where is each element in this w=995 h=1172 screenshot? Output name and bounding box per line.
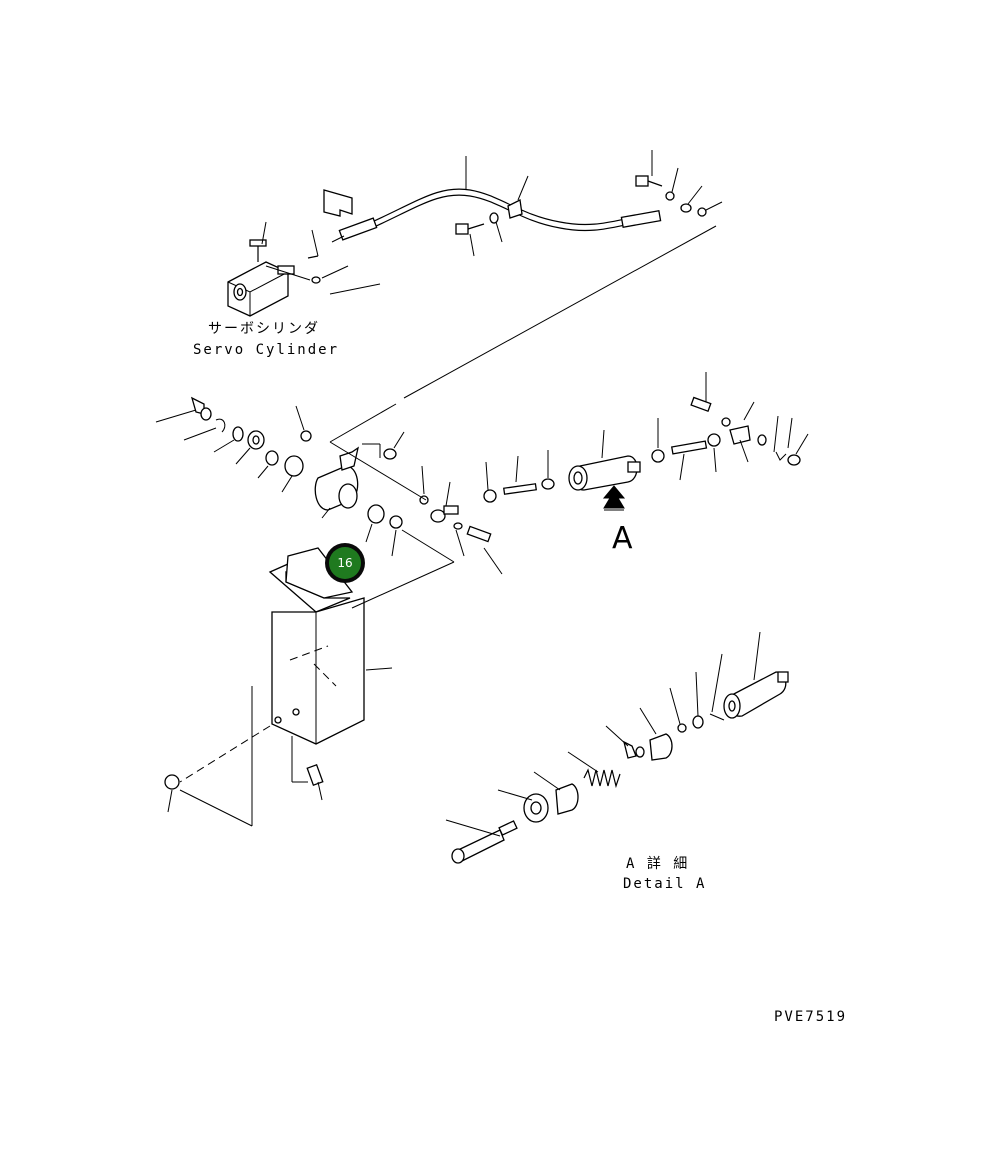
view-arrow-icon: [602, 485, 626, 509]
callout-number[interactable]: 16: [337, 556, 352, 570]
detail-label-en: Detail A: [623, 876, 706, 892]
servo-label-jp: サーボシリンダ: [208, 321, 320, 337]
cable-assembly: [323, 150, 723, 257]
servo-label-en: Servo Cylinder: [193, 342, 339, 358]
callout-16[interactable]: 16: [325, 543, 365, 583]
connector-line: [403, 225, 717, 399]
mounting-bracket: [164, 529, 455, 827]
view-letter-a: A: [612, 521, 633, 556]
detail-a-exploded: [445, 631, 789, 864]
detail-label-jp: A 詳 細: [626, 856, 689, 872]
servo-cylinder: [227, 221, 381, 317]
lever-assembly: [155, 372, 809, 575]
drawing-code: PVE7519: [774, 1009, 847, 1025]
